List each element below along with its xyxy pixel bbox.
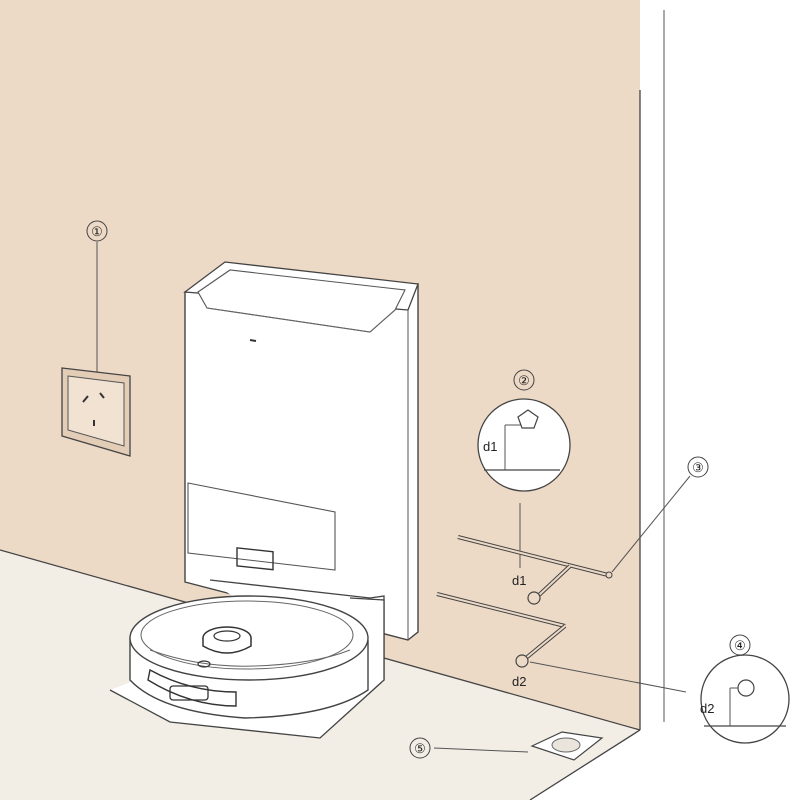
callout-1-circle [86, 220, 108, 242]
callout-2-label: ② [518, 373, 530, 388]
detail-d1-label: d1 [483, 439, 497, 454]
callout-2-circle [513, 369, 535, 391]
callout-4-label: ④ [734, 638, 746, 653]
main-d2-label: d2 [512, 674, 526, 689]
mounting-bracket-lower [436, 592, 567, 668]
floor-vent-icon [530, 731, 604, 761]
dust-bag-door [187, 482, 336, 571]
callout-5-label: ⑤ [414, 741, 426, 756]
callout-1-label: ① [91, 224, 103, 239]
power-outlet-icon [61, 367, 131, 457]
front-sensor-window [147, 668, 237, 707]
robot-vacuum [129, 595, 369, 719]
main-d1-label: d1 [512, 573, 526, 588]
callout-5-circle [409, 737, 431, 759]
floor-corner-edge [529, 729, 641, 800]
door-handle [236, 547, 274, 571]
detail-d1: d1 [477, 398, 571, 492]
callout-3-circle [687, 456, 709, 478]
detail-d2: d2 [700, 654, 790, 744]
callout-5-leader [433, 747, 529, 753]
callout-3-label: ③ [692, 460, 704, 475]
callout-4-leader [529, 661, 687, 693]
detail-d2-label: d2 [700, 701, 714, 716]
side-wall [530, 0, 800, 800]
mounting-bracket-upper [457, 535, 613, 605]
callout-3-leader [611, 475, 691, 573]
